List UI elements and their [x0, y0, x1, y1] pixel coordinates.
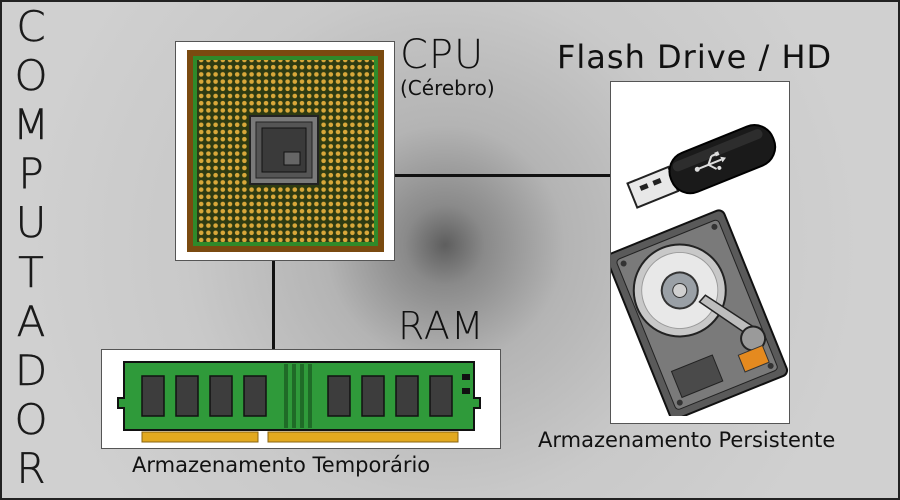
ram-title: RAM	[398, 304, 485, 348]
usb-flash-drive-icon	[626, 124, 777, 209]
vertical-title-letter: T	[18, 247, 44, 297]
vertical-title-letter: U	[15, 198, 47, 248]
vertical-title-letter: R	[16, 443, 46, 493]
ram-caption: Armazenamento Temporário	[132, 453, 431, 477]
cpu-chip-icon	[187, 50, 384, 252]
vertical-title-letter: O	[14, 394, 48, 444]
ram-panel	[101, 349, 501, 449]
storage-panel	[610, 81, 790, 424]
vertical-title-letter: A	[16, 296, 46, 346]
cpu-storage-connector	[394, 174, 612, 177]
storage-title: Flash Drive / HD	[557, 38, 833, 76]
cpu-subtitle: (Cérebro)	[400, 76, 495, 100]
storage-caption: Armazenamento Persistente	[538, 428, 836, 452]
vertical-title-letter: D	[14, 345, 48, 395]
vertical-title: C O M P U T A D O R	[8, 0, 54, 500]
cpu-title: CPU	[400, 32, 485, 78]
vertical-title-letter: P	[18, 149, 44, 199]
vertical-title-letter: C	[16, 2, 46, 51]
hard-drive-icon	[611, 209, 789, 416]
ram-module-icon	[117, 361, 481, 443]
cpu-ram-connector	[272, 260, 275, 350]
vertical-title-letter: O	[14, 51, 48, 101]
cpu-panel	[175, 41, 395, 261]
vertical-title-letter: M	[12, 100, 50, 150]
